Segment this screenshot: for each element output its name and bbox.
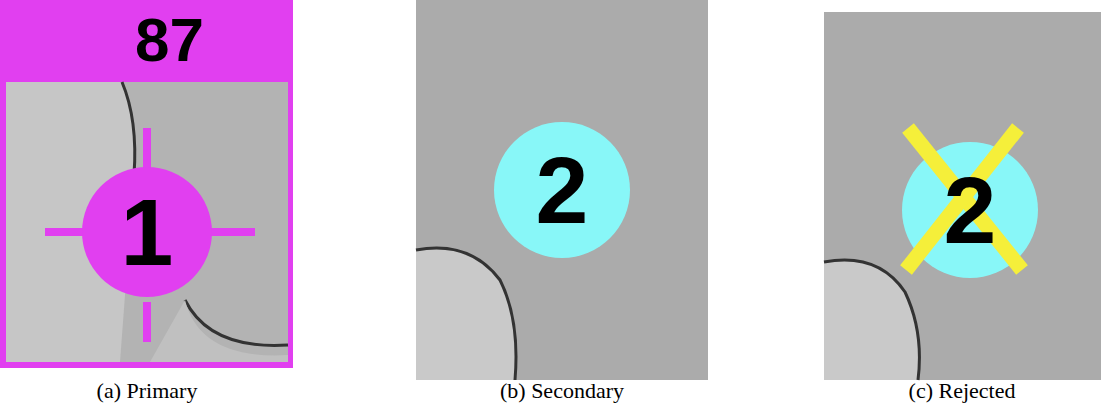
subfigure-caption: (c) Rejected xyxy=(822,378,1101,404)
subfigure-caption: (a) Primary xyxy=(7,378,287,404)
marker-circle: 2 xyxy=(902,142,1038,278)
marker-circle: 2 xyxy=(494,122,630,258)
marker-number: 1 xyxy=(121,185,174,280)
marker-number: 2 xyxy=(944,163,997,258)
track-id: 87 xyxy=(0,0,293,80)
frame-panel: 87 1 xyxy=(0,0,293,368)
subfigure-caption: (b) Secondary xyxy=(422,378,702,404)
marker-circle: 1 xyxy=(82,167,212,297)
marker-number: 2 xyxy=(536,143,589,238)
